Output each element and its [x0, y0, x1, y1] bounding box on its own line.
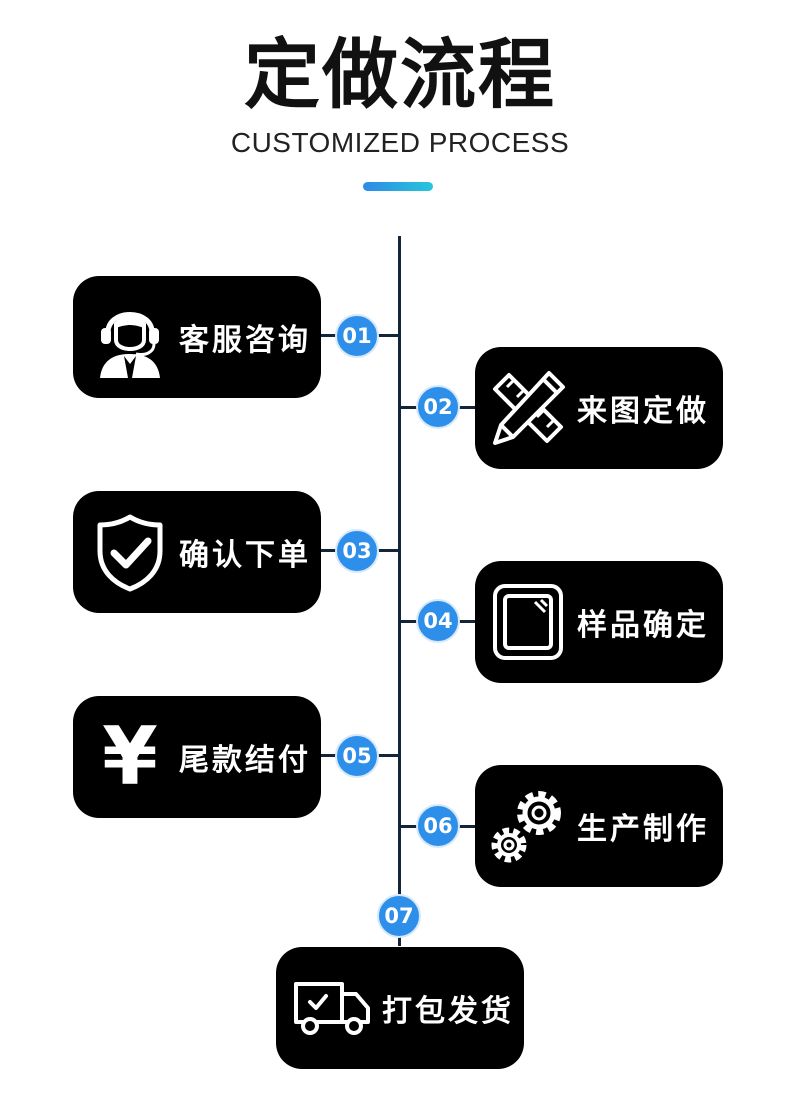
step-label-05: 尾款结付: [179, 743, 311, 778]
step-number-01: 01: [335, 314, 379, 358]
step-card-04: 样品确定: [475, 561, 723, 683]
shield-check-icon: [89, 511, 171, 593]
gears-icon: [487, 785, 569, 867]
step-label-07: 打包发货: [382, 994, 514, 1029]
ruler-pencil-icon: [487, 367, 569, 449]
step-label-04: 样品确定: [577, 608, 709, 643]
step-number-04: 04: [416, 599, 460, 643]
step-card-05: ¥ 尾款结付: [73, 696, 321, 818]
step-label-06: 生产制作: [577, 812, 709, 847]
step-card-02: 来图定做: [475, 347, 723, 469]
step-label-02: 来图定做: [577, 394, 709, 429]
step-number-03: 03: [335, 529, 379, 573]
step-card-03: 确认下单: [73, 491, 321, 613]
step-number-02: 02: [416, 385, 460, 429]
timeline-line: [398, 236, 401, 946]
step-number-07: 07: [377, 894, 421, 938]
delivery-truck-icon: [292, 967, 374, 1049]
page-subtitle: CUSTOMIZED PROCESS: [230, 127, 570, 158]
yen-icon: ¥: [102, 710, 158, 803]
step-card-01: 客服咨询: [73, 276, 321, 398]
step-number-05: 05: [335, 734, 379, 778]
step-label-03: 确认下单: [179, 538, 311, 573]
step-label-01: 客服咨询: [179, 323, 311, 358]
step-card-07: 打包发货: [276, 947, 524, 1069]
customer-service-icon: [89, 296, 171, 378]
step-number-06: 06: [416, 804, 460, 848]
step-card-06: 生产制作: [475, 765, 723, 887]
accent-bar: [363, 182, 433, 191]
sample-frame-icon: [487, 581, 569, 663]
page-title: 定做流程: [244, 30, 556, 119]
